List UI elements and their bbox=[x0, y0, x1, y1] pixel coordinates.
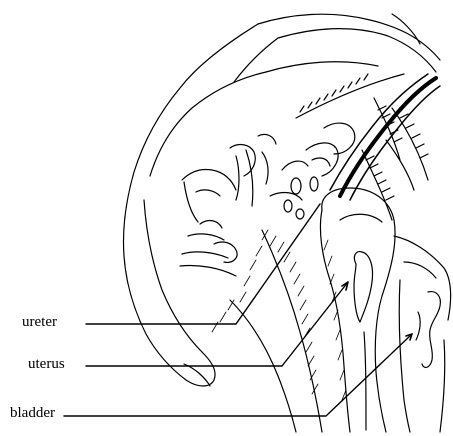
sacrum-region bbox=[180, 134, 276, 276]
bladder-organ bbox=[394, 236, 451, 432]
uterus-organ bbox=[320, 188, 395, 432]
bladder-leader-line bbox=[64, 334, 412, 416]
tissue-hatching bbox=[212, 230, 346, 400]
pelvic-folds bbox=[270, 123, 355, 219]
uterus-label: uterus bbox=[28, 357, 65, 372]
ureter-label: ureter bbox=[22, 315, 57, 330]
spinal-column bbox=[296, 74, 428, 220]
pelvic-bone-outline bbox=[123, 14, 440, 386]
leader-lines bbox=[64, 204, 412, 416]
bladder-label: bladder bbox=[10, 406, 55, 421]
